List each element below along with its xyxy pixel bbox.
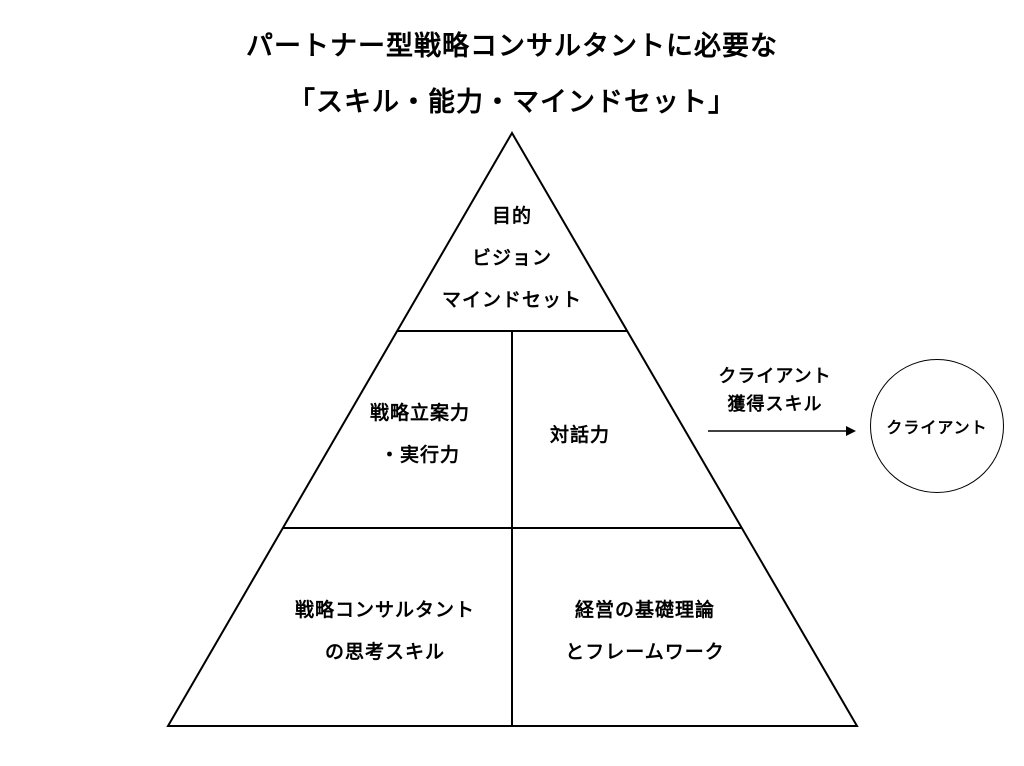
pyramid-top-line-1: 目的 [491,205,532,227]
pyramid-middle-left-line-2: ・実行力 [379,444,460,466]
pyramid-middle-left-line-1: 戦略立案力 [369,402,470,424]
title-line-1: パートナー型戦略コンサルタントに必要な [246,31,778,62]
pyramid-middle-right-line-1: 対話力 [549,424,610,446]
client-arrow-label: クライアント 獲得スキル [700,363,850,419]
pyramid-top-cell: 目的 ビジョン マインドセット [412,195,612,321]
pyramid-bottom-left-line-2: の思考スキル [324,641,445,663]
client-arrow-label-line-2: 獲得スキル [727,394,823,415]
pyramid-bottom-right-cell: 経営の基礎理論 とフレームワーク [530,589,760,673]
client-circle: クライアント [870,359,1004,493]
pyramid-bottom-right-line-1: 経営の基礎理論 [574,599,715,621]
pyramid-middle-left-cell: 戦略立案力 ・実行力 [340,392,500,476]
pyramid-bottom-right-line-2: とフレームワーク [565,641,725,663]
title-line-2: 「スキル・能力・マインドセット」 [288,87,736,118]
pyramid-bottom-left-cell: 戦略コンサルタント の思考スキル [265,589,505,673]
pyramid-middle-right-cell: 対話力 [520,414,640,456]
pyramid-top-line-3: マインドセット [441,289,582,311]
pyramid-bottom-left-line-1: 戦略コンサルタント [294,599,475,621]
client-arrow-head [846,426,856,436]
pyramid-top-line-2: ビジョン [471,247,552,269]
client-label: クライアント [886,418,988,437]
client-arrow-label-line-1: クライアント [718,366,832,387]
